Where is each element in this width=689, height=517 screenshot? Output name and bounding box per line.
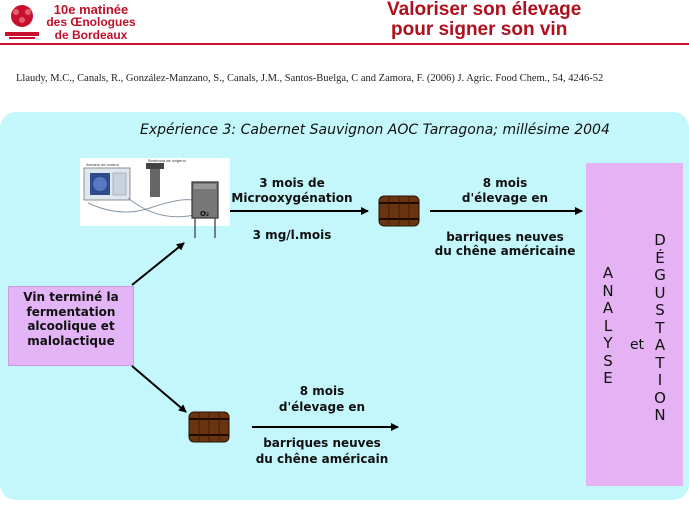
slide-title-line1: Valoriser son élevage — [387, 0, 582, 20]
slide-title-line2: pour signer son vin — [391, 19, 568, 40]
degustation-letter: S — [655, 301, 665, 319]
microoxygenation-apparatus-image: Armario de control Bombona de oxigeno O₂ — [80, 158, 230, 238]
barrel-icon-bottom — [188, 411, 230, 443]
analyse-letter: E — [603, 369, 613, 387]
top-step1-line3: 3 mg/l.mois — [252, 228, 332, 242]
analysis-tasting-box — [586, 163, 683, 486]
event-title: 10e matinée des Œnologues de Bordeaux — [44, 3, 138, 42]
start-line2: fermentation — [26, 304, 116, 319]
bottom-step-line3: barriques neuves — [263, 436, 381, 450]
arrow-start-to-top — [131, 242, 185, 286]
top-step2-line4: du chêne américaine — [434, 244, 576, 258]
degustation-letter: A — [654, 336, 666, 354]
degustation-letter: D — [654, 231, 666, 249]
top-step1-line2: Microoxygénation — [231, 191, 353, 205]
top-step1-line1: 3 mois de — [259, 176, 325, 190]
analyse-letter: A — [602, 264, 614, 282]
apparatus-label-1: Armario de control — [86, 162, 119, 167]
and-label: et — [629, 337, 645, 353]
start-line3: alcoolique et — [27, 319, 115, 333]
start-wine-box: Vin terminé la fermentation alcoolique e… — [8, 286, 134, 366]
header-divider — [0, 43, 689, 45]
event-line1: 10e matinée — [53, 2, 129, 17]
event-line2: des Œnologues — [46, 15, 136, 29]
diagram-title: Expérience 3: Cabernet Sauvignon AOC Tar… — [140, 122, 610, 138]
analyse-letter: Y — [603, 334, 613, 352]
degustation-letter: T — [655, 353, 665, 372]
start-line4: malolactique — [27, 333, 115, 348]
top-step2-line2: d'élevage en — [461, 191, 549, 205]
bottom-step-line4: du chêne américain — [255, 452, 389, 466]
apparatus-label-2: Bombona de oxigeno — [148, 158, 187, 163]
event-line3: de Bordeaux — [54, 28, 128, 42]
analyse-column: A N A L Y S E — [598, 264, 618, 388]
degustation-column: D É G U S T A T I O N — [650, 231, 670, 425]
citation: Llaudy, M.C., Canals, R., González-Manza… — [16, 73, 604, 84]
degustation-letter: É — [655, 248, 665, 267]
analyse-letter: S — [603, 351, 613, 370]
degustation-letter: N — [654, 406, 666, 424]
degustation-letter: I — [657, 371, 663, 389]
slide-title: Valoriser son élevage pour signer son vi… — [387, 0, 677, 40]
bottom-step-line1: 8 mois — [299, 384, 345, 398]
top-step2-line3: barriques neuves — [446, 230, 564, 244]
analyse-letter: A — [602, 299, 614, 317]
barrel-icon-top — [378, 195, 420, 227]
degustation-letter: U — [654, 283, 666, 302]
analyse-letter: N — [602, 281, 614, 300]
arrow-start-to-bottom — [131, 365, 187, 413]
oenologues-logo — [5, 5, 39, 39]
start-line1: Vin terminé la — [23, 290, 119, 304]
degustation-letter: T — [655, 318, 665, 337]
analyse-letter: L — [603, 316, 613, 335]
degustation-letter: O — [654, 388, 666, 407]
top-step2-line1: 8 mois — [482, 176, 528, 190]
apparatus-label-3: O₂ — [200, 210, 209, 218]
bottom-step-line2: d'élevage en — [278, 400, 366, 414]
degustation-letter: G — [654, 266, 666, 284]
